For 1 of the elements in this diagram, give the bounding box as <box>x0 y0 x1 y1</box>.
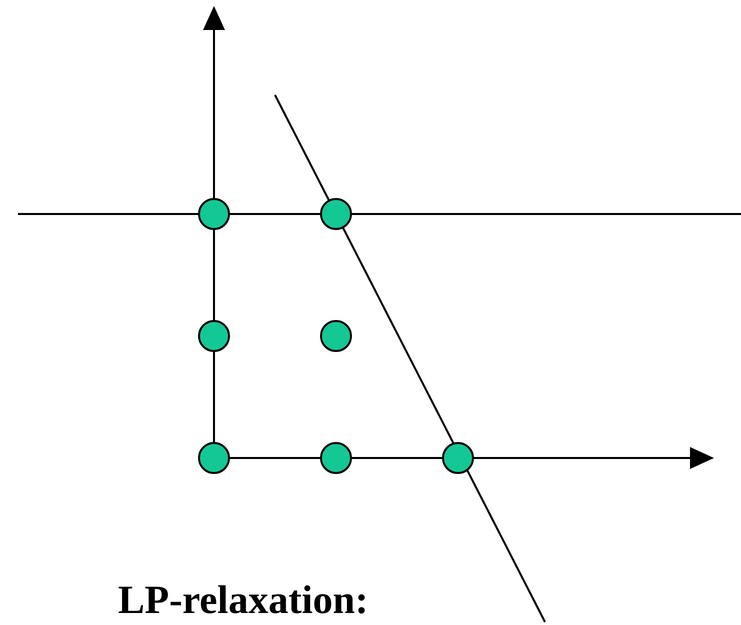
caption-text: LP-relaxation: <box>118 578 368 622</box>
